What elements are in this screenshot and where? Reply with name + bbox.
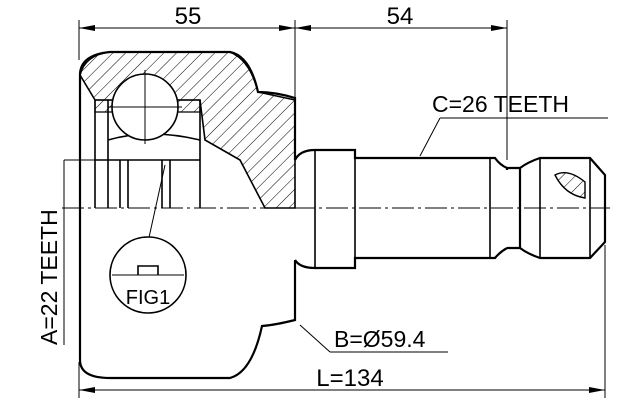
dimension-total-length-value: L=134	[316, 365, 383, 392]
dimension-top-right-value: 54	[387, 3, 414, 30]
fig1-label: FIG1	[126, 287, 170, 309]
ball	[108, 70, 182, 144]
outer-teeth-callout: C=26 TEETH	[419, 91, 608, 157]
diameter-callout: B=Ø59.4	[299, 324, 448, 353]
dimension-top-left-value: 55	[175, 3, 202, 30]
fig1-callout: FIG1	[109, 164, 187, 314]
dimension-top-left: 55	[78, 3, 296, 100]
diameter-label: B=Ø59.4	[334, 326, 426, 352]
dimension-top-right: 54	[295, 3, 508, 160]
inner-teeth-label: A=22 TEETH	[36, 209, 62, 345]
outer-teeth-label: C=26 TEETH	[432, 91, 569, 117]
dimension-total-length: L=134	[78, 245, 606, 398]
inner-teeth-callout: A=22 TEETH	[36, 159, 120, 345]
